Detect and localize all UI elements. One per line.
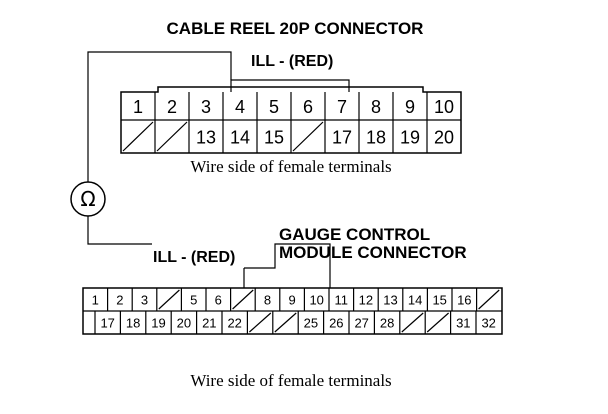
gauge-module-top-pin: 14 (408, 293, 422, 308)
cable-reel-top-pin: 6 (303, 97, 313, 117)
gauge-module-bottom-pin: 31 (456, 316, 470, 331)
gauge-module-top-pin: 6 (215, 293, 222, 308)
gauge-module-bottom-pin: 32 (481, 316, 495, 331)
meter-lead-lower (87, 216, 152, 245)
gauge-module-bottom-pin: 21 (202, 316, 216, 331)
gauge-module-top-pin: 11 (335, 293, 349, 308)
cable-reel-bottom-blank-cell (122, 121, 154, 152)
cable-reel-top-pin: 9 (405, 97, 415, 117)
gauge-module-top-blank-cell (158, 289, 180, 310)
gauge-module-title-line2: MODULE CONNECTOR (279, 243, 467, 262)
gauge-module-bottom-pin: 28 (380, 316, 394, 331)
gauge-module-title-line1: GAUGE CONTROL (279, 225, 430, 244)
cable-reel-grid (154, 92, 428, 153)
gauge-module-ill-bracket (243, 268, 331, 288)
cable-reel-connector-body (120, 86, 462, 154)
gauge-module-top-blank-cell (232, 289, 254, 310)
gauge-module-top-pin: 1 (92, 293, 99, 308)
cable-reel-bottom-blank-cell (156, 121, 188, 152)
gauge-module-bottom-blank-cell (401, 312, 424, 333)
cable-reel-top-pin: 3 (201, 97, 211, 117)
cable-reel-top-pin: 10 (434, 97, 454, 117)
gauge-module-bottom-pin: 18 (126, 316, 140, 331)
gauge-module-bottom-pin: 26 (329, 316, 343, 331)
cable-reel-bottom-pin: 15 (264, 128, 284, 148)
gauge-module-bottom-pin: 19 (151, 316, 165, 331)
gauge-module-top-pin: 9 (288, 293, 295, 308)
cable-reel-bottom-pin: 19 (400, 128, 420, 148)
gauge-module-bottom-pin: 27 (354, 316, 368, 331)
cable-reel-top-pin: 7 (337, 97, 347, 117)
gauge-module-top-pin: 13 (383, 293, 397, 308)
gauge-module-bottom-pin: 22 (227, 316, 241, 331)
gauge-module-top-pin: 3 (141, 293, 148, 308)
gauge-module-bottom-blank-cell (274, 312, 297, 333)
meter-lead-upper (87, 51, 232, 182)
gauge-module-bottom-pin: 20 (177, 316, 191, 331)
cable-reel-ill-bracket (230, 79, 350, 92)
cable-reel-top-pin: 4 (235, 97, 245, 117)
gauge-module-top-pin: 15 (432, 293, 446, 308)
cable-reel-bottom-pin: 17 (332, 128, 352, 148)
cable-reel-ill-label: ILL - (RED) (251, 53, 333, 70)
gauge-module-top-pin: 8 (264, 293, 271, 308)
gauge-module-top-pin: 2 (116, 293, 123, 308)
gauge-module-top-pin: 5 (190, 293, 197, 308)
ohm-icon: Ω (80, 187, 95, 211)
gauge-module-top-blank-cell (478, 289, 500, 310)
gauge-module-bottom-pin: 25 (304, 316, 318, 331)
gauge-module-bottom-blank-cell (249, 312, 272, 333)
cable-reel-bottom-pin: 14 (230, 128, 250, 148)
gauge-module-grid (94, 288, 478, 334)
cable-reel-caption: Wire side of female terminals (190, 157, 391, 176)
gauge-module-top-pin: 12 (359, 293, 373, 308)
meter-lead-gauge (244, 243, 331, 269)
cable-reel-bottom-pin: 13 (196, 128, 216, 148)
gauge-module-top-pin: 16 (457, 293, 471, 308)
cable-reel-top-pin: 1 (133, 97, 143, 117)
gauge-module-ill-label: ILL - (RED) (153, 249, 235, 266)
cable-reel-top-pin: 2 (167, 97, 177, 117)
cable-reel-top-pin: 8 (371, 97, 381, 117)
cable-reel-bottom-pin: 20 (434, 128, 454, 148)
gauge-module-top-pin: 10 (309, 293, 323, 308)
cable-reel-bottom-row: 13 14 15 17 18 19 20 (122, 121, 454, 152)
gauge-module-bottom-pin: 17 (100, 316, 114, 331)
cable-reel-bottom-blank-cell (292, 121, 324, 152)
cable-reel-bottom-pin: 18 (366, 128, 386, 148)
gauge-module-bottom-blank-cell (426, 312, 449, 333)
gauge-module-bottom-row: 17 18 19 20 21 22 25 26 27 28 31 32 (100, 312, 496, 333)
cable-reel-title: CABLE REEL 20P CONNECTOR (167, 19, 424, 38)
cable-reel-top-row: 1 2 3 4 5 6 7 8 9 10 (133, 97, 454, 117)
cable-reel-top-pin: 5 (269, 97, 279, 117)
gauge-module-caption: Wire side of female terminals (190, 371, 391, 390)
gauge-module-connector-body (82, 287, 503, 335)
